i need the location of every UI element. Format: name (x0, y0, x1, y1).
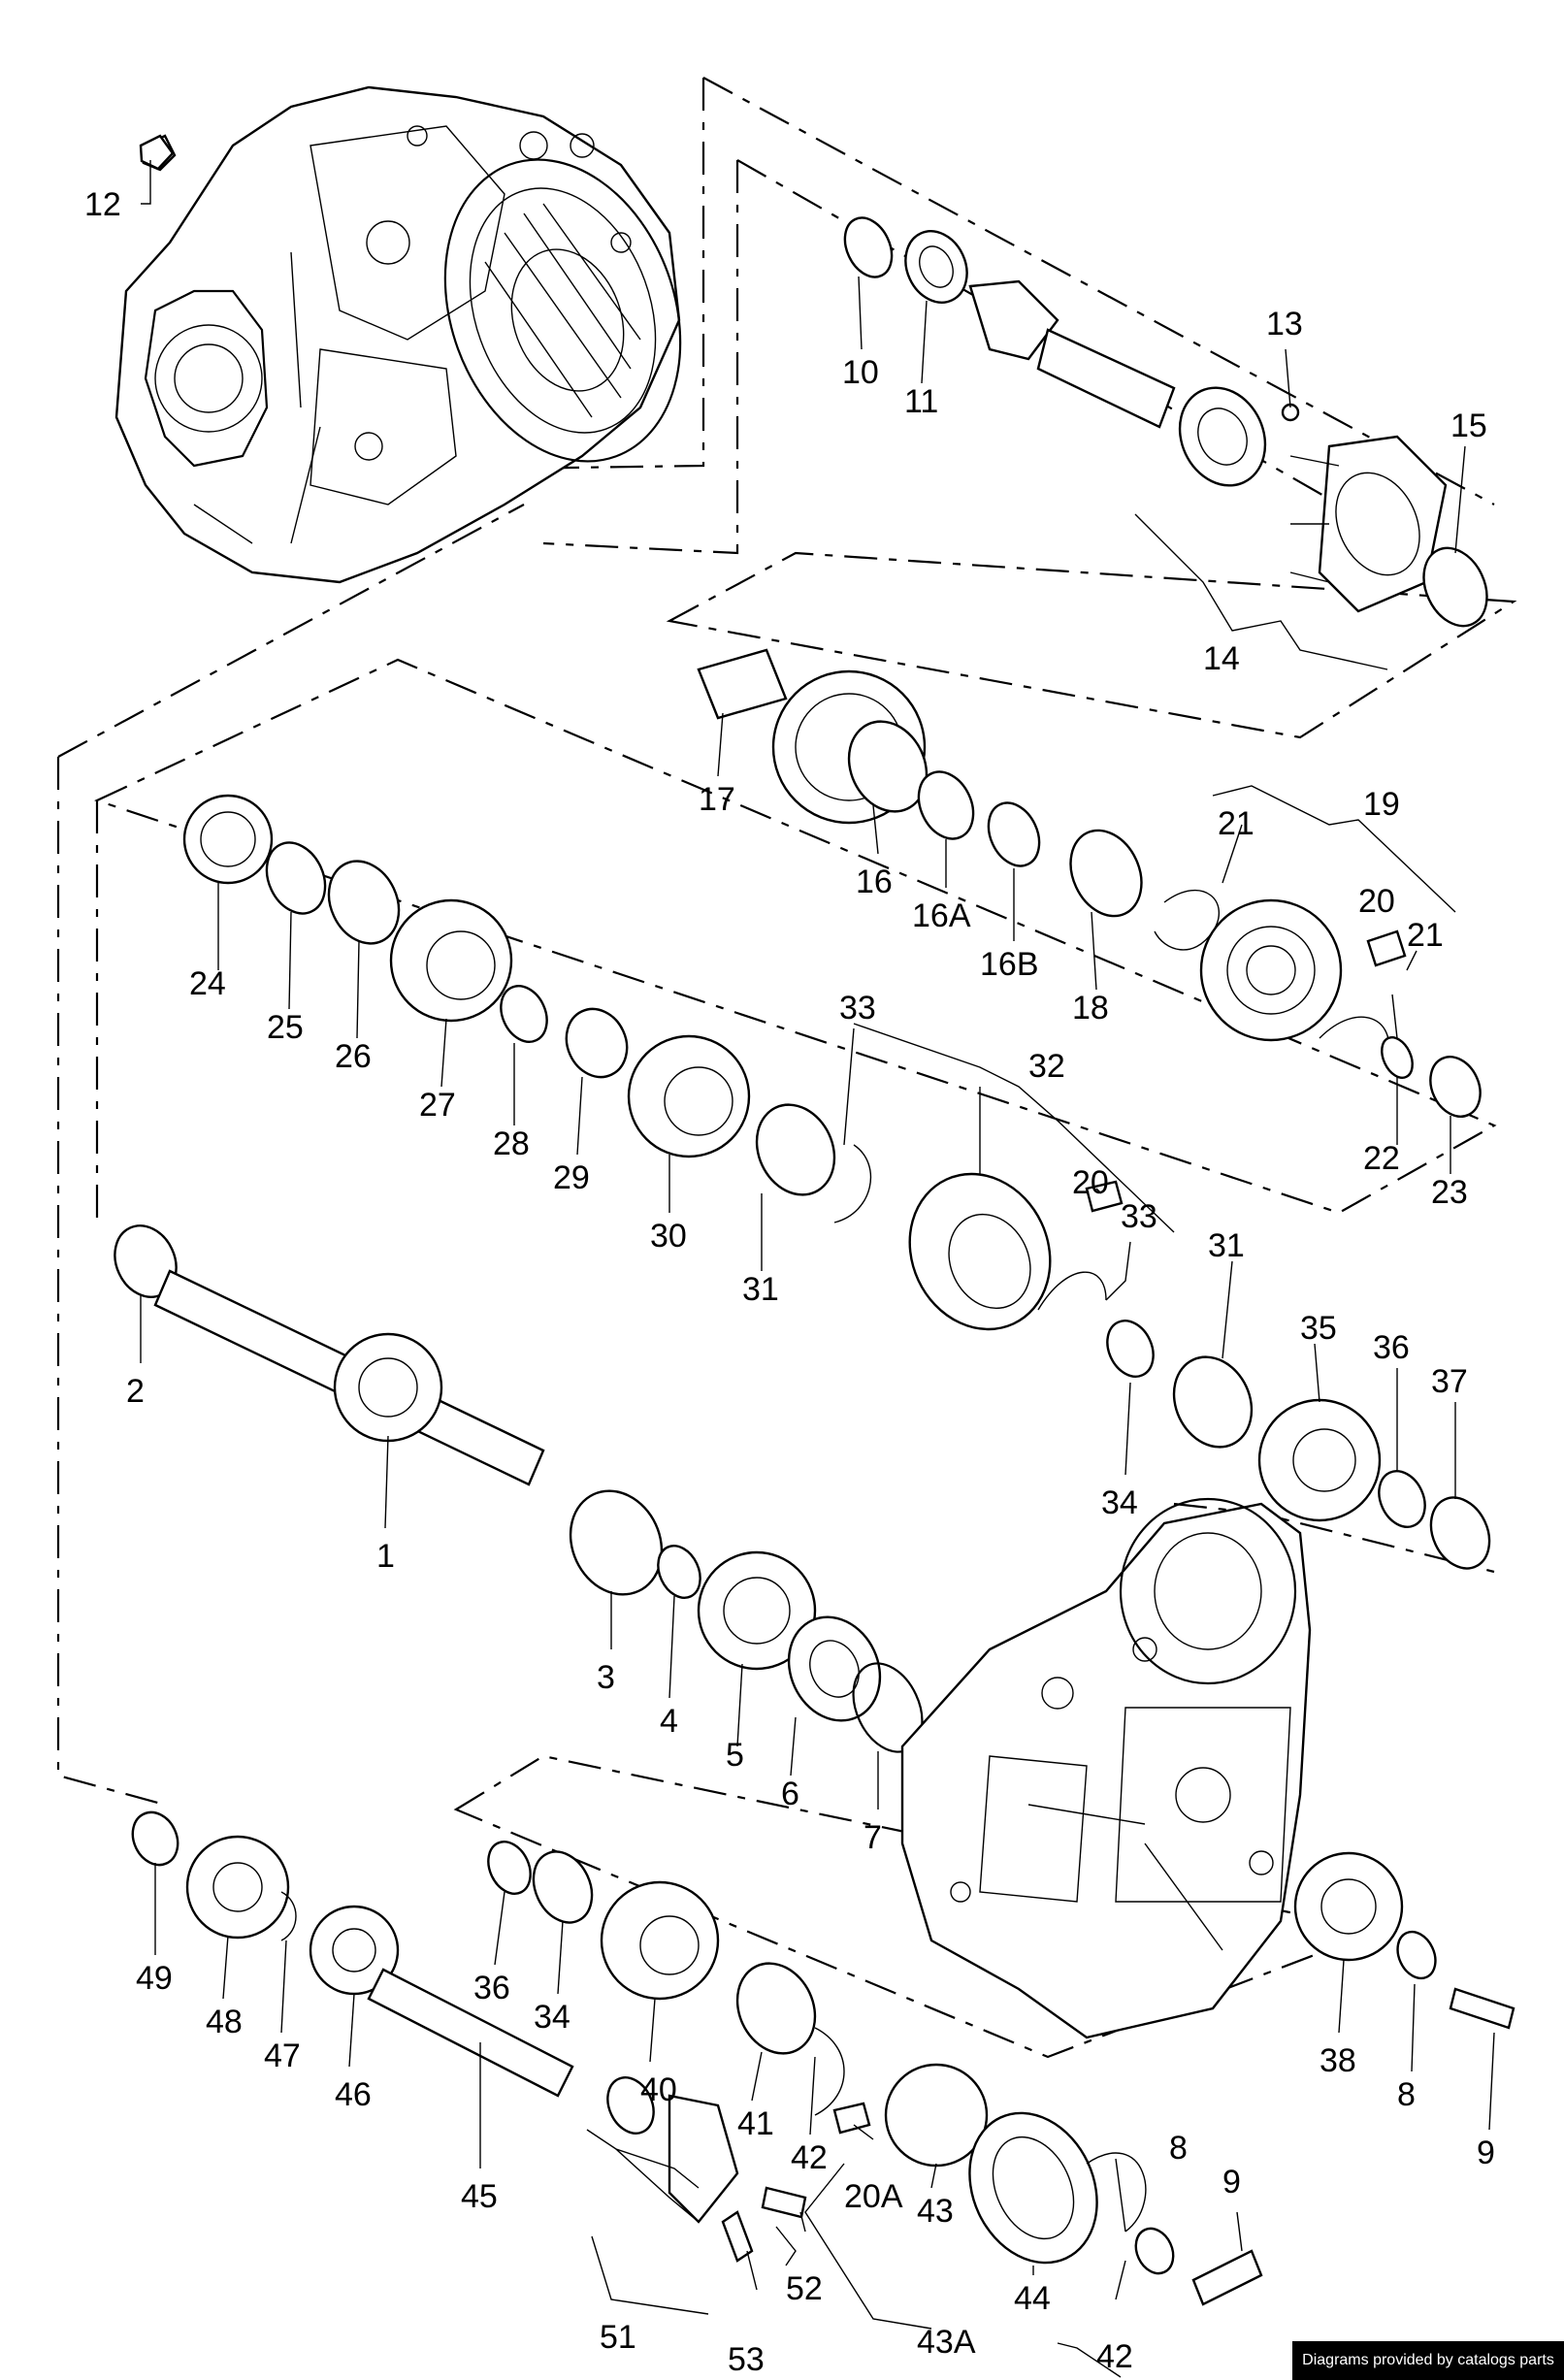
part-label: 21 (1218, 805, 1254, 842)
part-label: 16B (980, 946, 1039, 983)
part-label: 45 (461, 2178, 498, 2215)
part-label: 53 (728, 2341, 765, 2378)
part-label: 48 (206, 2004, 243, 2040)
part-label: 40 (640, 2071, 677, 2108)
part-label: 36 (1373, 1329, 1410, 1366)
part-label: 38 (1320, 2042, 1356, 2079)
shaft-icon (114, 1224, 924, 1753)
part-label: 7 (863, 1819, 882, 1856)
part-label: 34 (534, 1999, 570, 2036)
part-label: 35 (1300, 1310, 1337, 1347)
part-label: 51 (600, 2319, 636, 2356)
part-label: 27 (419, 1087, 456, 1124)
part-label: 25 (267, 1009, 304, 1046)
part-label: 12 (84, 186, 121, 223)
part-label: 18 (1072, 990, 1109, 1027)
part-label: 32 (1028, 1048, 1065, 1085)
part-label: 4 (660, 1703, 678, 1740)
part-label: 47 (264, 2038, 301, 2074)
part-label: 41 (737, 2105, 774, 2142)
part-label: 8 (1169, 2130, 1188, 2167)
part-label: 49 (136, 1960, 173, 1997)
part-label: 15 (1450, 408, 1487, 444)
part-label: 2 (126, 1373, 145, 1410)
part-label: 14 (1203, 640, 1240, 677)
part-label: 36 (473, 1970, 510, 2006)
part-label: 21 (1407, 917, 1444, 954)
part-label: 24 (189, 965, 226, 1002)
part-label: 52 (786, 2270, 823, 2307)
part-label: 34 (1101, 1484, 1138, 1521)
part-label: 28 (493, 1125, 530, 1162)
lower-shaft-assembly (131, 1810, 1515, 2306)
part-label: 20A (844, 2178, 903, 2215)
part-label: 6 (781, 1776, 799, 1812)
part-label: 46 (335, 2076, 372, 2113)
part-label: 31 (1208, 1227, 1245, 1264)
part-label: 43A (917, 2324, 976, 2361)
gearbox-cover-icon (900, 1497, 1312, 2039)
part-label: 44 (1014, 2280, 1051, 2317)
part-label: 20 (1358, 883, 1395, 920)
part-label: 37 (1431, 1363, 1468, 1400)
credit-banner: Diagrams provided by catalogs parts (1292, 2341, 1564, 2380)
part-labels: 12 10 11 13 15 14 17 16 16A 16B 18 21 19… (84, 186, 1495, 2378)
part-label: 19 (1363, 786, 1400, 823)
part-label: 42 (1096, 2338, 1133, 2375)
bolt-icon (139, 134, 175, 171)
part-label: 16 (856, 864, 893, 900)
part-label: 33 (1121, 1198, 1157, 1235)
part-label: 13 (1266, 306, 1303, 342)
part-label: 5 (726, 1737, 744, 1774)
part-label: 17 (699, 781, 735, 818)
part-label: 42 (791, 2139, 828, 2176)
middle-gear-row (182, 794, 1491, 1570)
part-label: 20 (1072, 1164, 1109, 1201)
part-label: 9 (1477, 2135, 1495, 2171)
part-label: 11 (904, 383, 938, 420)
part-label: 22 (1363, 1140, 1400, 1177)
part-label: 9 (1222, 2164, 1241, 2201)
part-label: 33 (839, 990, 876, 1027)
drive-pinion-shaft (843, 216, 1488, 628)
part-label: 30 (650, 1218, 687, 1255)
part-label: 31 (742, 1271, 779, 1308)
part-label: 3 (597, 1659, 615, 1696)
part-label: 23 (1431, 1174, 1468, 1211)
part-label: 26 (335, 1038, 372, 1075)
part-label: 43 (917, 2193, 954, 2230)
leader-lines (140, 160, 1495, 2378)
part-label: 8 (1397, 2076, 1416, 2113)
part-label: 16A (912, 897, 971, 934)
part-label: 10 (842, 354, 879, 391)
part-label: 29 (553, 1159, 590, 1196)
upper-gear-cluster (697, 648, 1482, 1118)
part-label: 1 (376, 1538, 395, 1575)
transmission-housing-icon (114, 85, 682, 584)
